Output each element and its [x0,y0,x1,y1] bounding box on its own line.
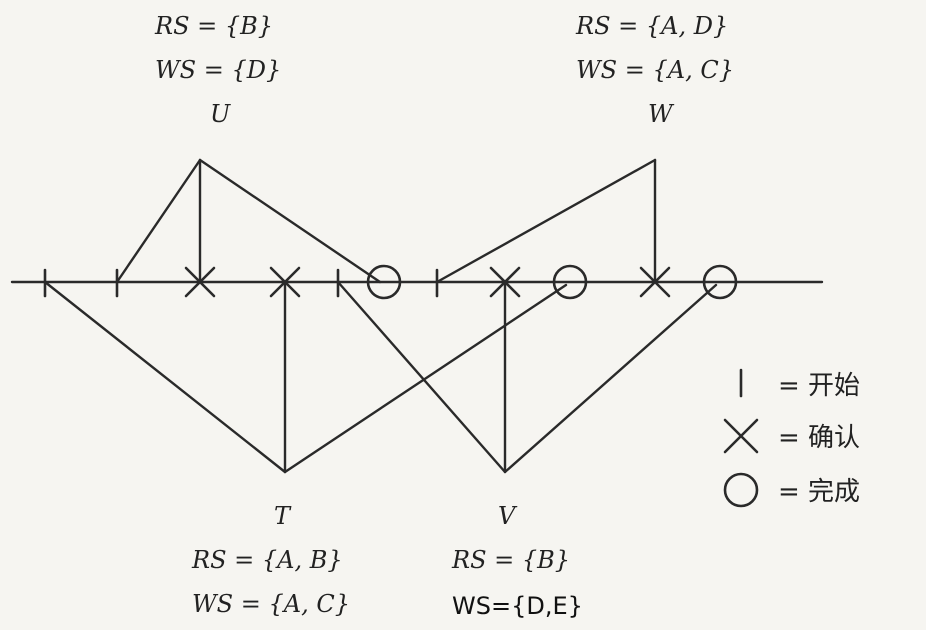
t-write-set: WS = {A, C} [192,590,350,618]
validate-mark-w [639,266,671,298]
t-read-set: RS = {A, B} [191,546,343,574]
validate-mark-t [269,266,301,298]
t-label: T [274,502,292,530]
legend: = 开始 = 确认 = 完成 [723,368,860,508]
finish-mark-t [552,264,588,300]
v-read-set: RS = {B} [451,546,570,574]
legend-validate-icon [723,418,759,454]
legend-finish-icon [723,472,759,508]
transaction-w-lines [435,158,657,284]
u-label: U [210,100,231,128]
w-write-set: WS = {A, C} [576,56,734,84]
finish-mark-v [702,264,738,300]
validate-mark-v [489,266,521,298]
u-read-set: RS = {B} [154,12,273,40]
start-marks [43,268,439,298]
w-label: W [648,100,675,128]
validate-mark-u [184,266,216,298]
finish-mark-u [366,264,402,300]
validate-marks [184,266,671,298]
legend-finish-label: = 完成 [778,477,860,507]
legend-start-label: = 开始 [778,371,860,401]
u-write-set: WS = {D} [155,56,281,84]
w-read-set: RS = {A, D} [575,12,728,40]
transaction-v-lines [336,280,718,474]
transaction-t-lines [43,280,568,474]
transaction-u-lines [115,158,382,284]
v-label: V [498,502,518,530]
legend-validate-label: = 确认 [778,423,860,453]
finish-marks [366,264,738,300]
v-write-set: WS={D,E} [452,592,583,620]
